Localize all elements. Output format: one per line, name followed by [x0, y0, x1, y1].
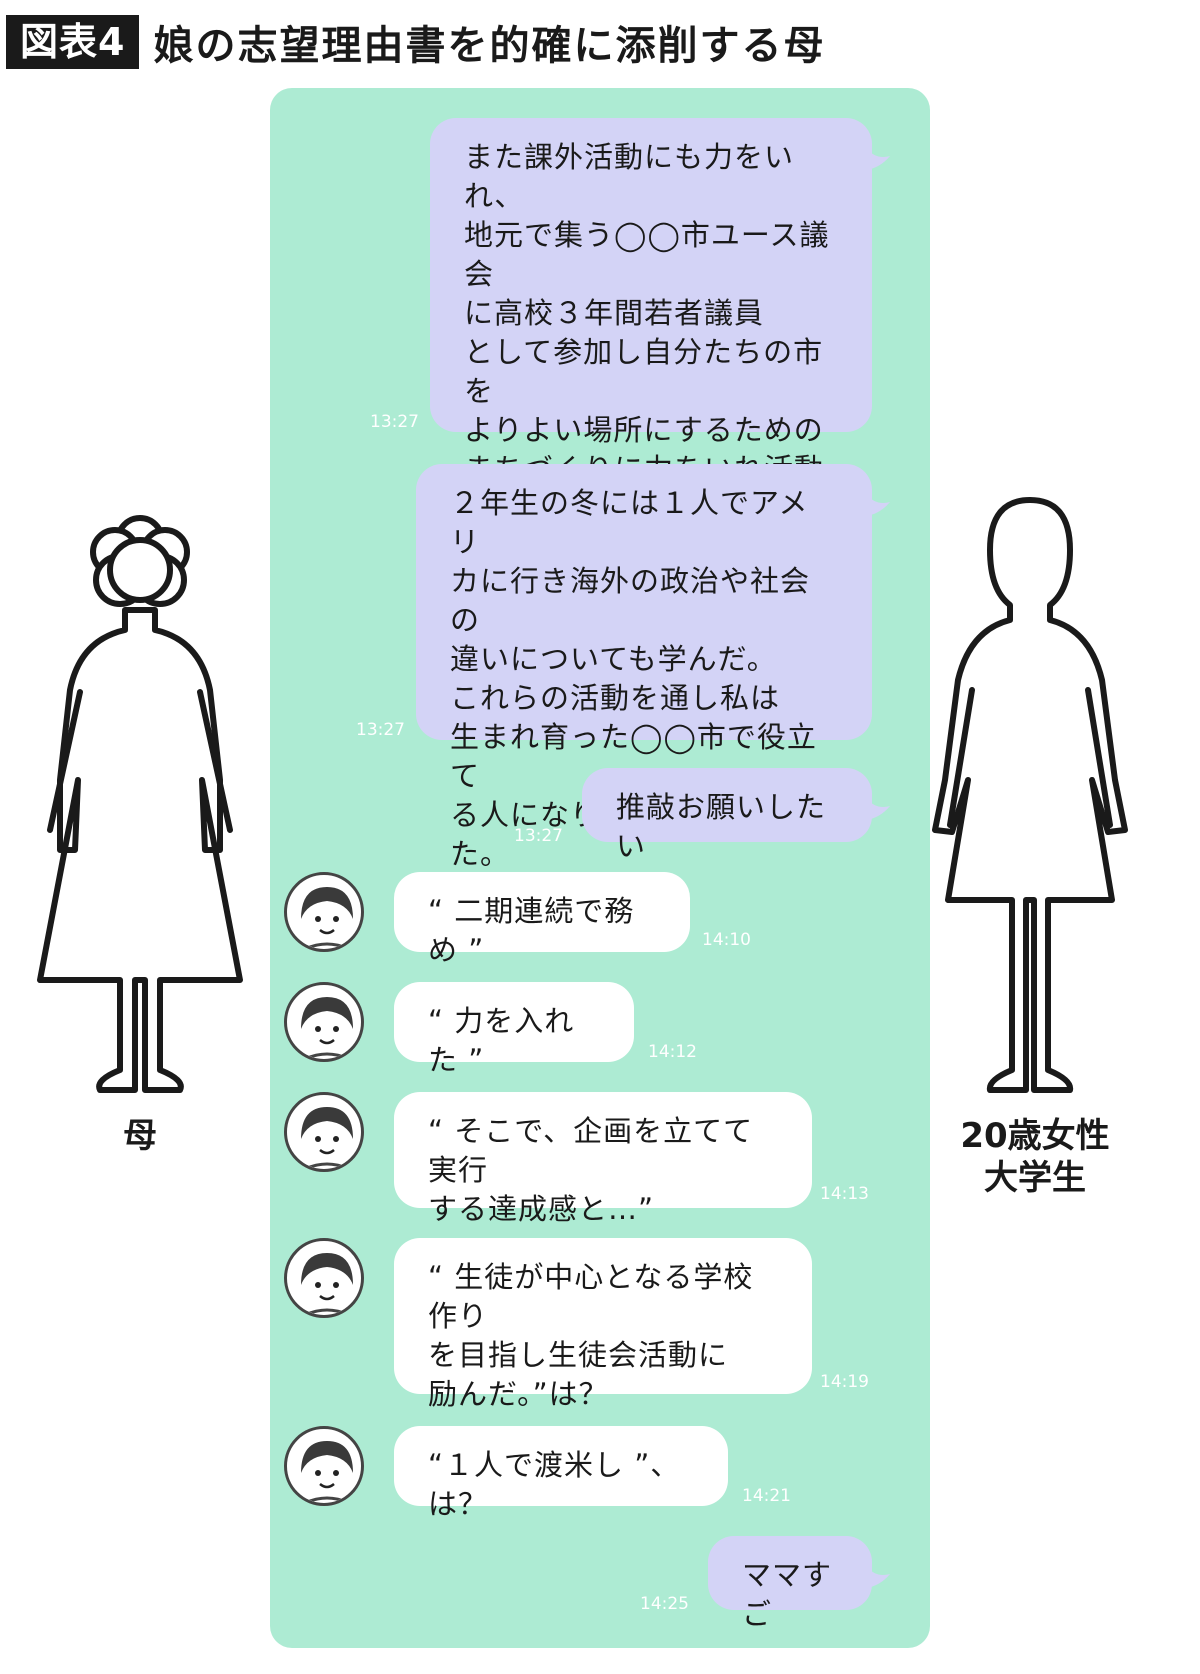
figure-title: 娘の志望理由書を的確に添削する母	[153, 23, 826, 69]
mother-avatar[interactable]	[284, 872, 364, 952]
bubble-tail-icon	[866, 1566, 890, 1588]
figure-header: 図表4 娘の志望理由書を的確に添削する母	[6, 14, 825, 70]
figure-tag: 図表4	[6, 15, 140, 69]
mother-avatar[interactable]	[284, 1238, 364, 1318]
sent-message-bubble: ママすご	[708, 1536, 872, 1631]
received-message-bubble: “ 力を入れた ”	[394, 982, 634, 1077]
face-icon	[301, 1253, 353, 1315]
mother-avatar[interactable]	[284, 1092, 364, 1172]
bubble-tail-icon	[866, 798, 890, 820]
received-message-bubble: “ そこで、企画を立てて実行 する達成感と…”	[394, 1092, 812, 1226]
message-timestamp: 13:27	[356, 720, 405, 740]
sent-message-bubble: ２年生の冬には１人でアメリ カに行き海外の政治や社会の 違いについても学んだ。 …	[416, 464, 872, 871]
message-timestamp: 13:27	[370, 412, 419, 432]
message-timestamp: 13:27	[514, 826, 563, 846]
daughter-silhouette-icon	[932, 497, 1128, 1093]
bubble-tail-icon	[866, 148, 890, 170]
received-message-bubble: “ 生徒が中心となる学校作り を目指し生徒会活動に 励んだ。”は？	[394, 1238, 812, 1411]
message-timestamp: 14:25	[640, 1594, 689, 1614]
received-message-bubble: “ 二期連続で務め ”	[394, 872, 690, 967]
mother-label: 母	[123, 1116, 157, 1156]
sent-message-bubble: また課外活動にも力をいれ、 地元で集う◯◯市ユース議会 に高校３年間若者議員 と…	[430, 118, 872, 525]
face-icon	[301, 1107, 353, 1169]
received-message-bubble: “１人で渡米し ”、は？	[394, 1426, 728, 1521]
message-timestamp: 14:19	[820, 1372, 869, 1392]
mother-silhouette-icon	[37, 515, 243, 1093]
daughter-label: 20歳女性 大学生	[960, 1116, 1110, 1198]
message-timestamp: 14:12	[648, 1042, 697, 1062]
sent-message-bubble: 推敲お願いしたい	[582, 768, 872, 863]
message-timestamp: 14:13	[820, 1184, 869, 1204]
mother-avatar[interactable]	[284, 982, 364, 1062]
mother-avatar[interactable]	[284, 1426, 364, 1506]
message-timestamp: 14:21	[742, 1486, 791, 1506]
face-icon	[301, 887, 353, 949]
chat-panel[interactable]: また課外活動にも力をいれ、 地元で集う◯◯市ユース議会 に高校３年間若者議員 と…	[270, 88, 930, 1648]
face-icon	[301, 1441, 353, 1503]
face-icon	[301, 997, 353, 1059]
message-timestamp: 14:10	[702, 930, 751, 950]
bubble-tail-icon	[866, 494, 890, 516]
